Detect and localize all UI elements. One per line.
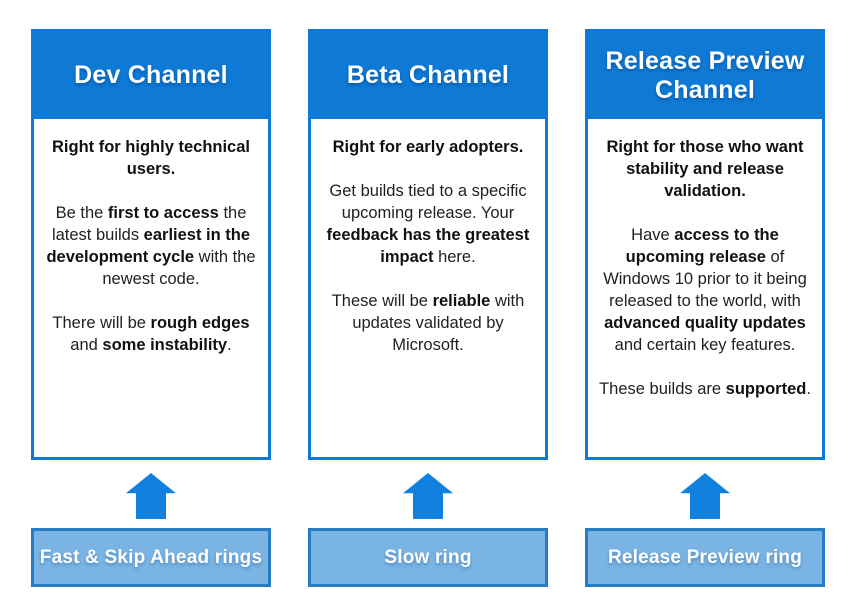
ring-label: Fast & Skip Ahead rings bbox=[39, 546, 263, 568]
paragraph: Right for highly technical users. bbox=[51, 138, 250, 178]
paragraph: There will be rough edges and some insta… bbox=[52, 314, 250, 354]
paragraph: Get builds tied to a specific upcoming r… bbox=[326, 182, 530, 266]
dev-channel-body: Right for highly technical users. Be the… bbox=[34, 119, 268, 457]
ring-box-dev: Fast & Skip Ahead rings bbox=[31, 528, 271, 587]
dev-channel-header: Dev Channel bbox=[34, 32, 268, 119]
release-preview-card: Release Preview Channel Right for those … bbox=[585, 29, 825, 460]
column-dev-channel: Dev Channel Right for highly technical u… bbox=[31, 29, 271, 587]
paragraph: Have access to the upcoming release of W… bbox=[603, 226, 807, 354]
column-beta-channel: Beta Channel Right for early adopters. G… bbox=[308, 29, 548, 587]
channel-columns: Dev Channel Right for highly technical u… bbox=[31, 29, 825, 587]
ring-box-release-preview: Release Preview ring bbox=[585, 528, 825, 587]
paragraph: Be the first to access the latest builds… bbox=[46, 204, 256, 288]
beta-channel-body: Right for early adopters. Get builds tie… bbox=[311, 119, 545, 457]
dev-channel-card: Dev Channel Right for highly technical u… bbox=[31, 29, 271, 460]
ring-box-slow: Slow ring bbox=[308, 528, 548, 587]
paragraph: These builds are supported. bbox=[599, 380, 811, 398]
paragraph: Right for early adopters. bbox=[332, 138, 524, 156]
up-arrow-icon bbox=[403, 473, 453, 519]
paragraph: These will be reliable with updates vali… bbox=[331, 292, 525, 354]
release-preview-body: Right for those who want stability and r… bbox=[588, 119, 822, 457]
paragraph: Right for those who want stability and r… bbox=[606, 138, 804, 200]
column-release-preview-channel: Release Preview Channel Right for those … bbox=[585, 29, 825, 587]
ring-label: Slow ring bbox=[384, 546, 472, 568]
release-preview-header: Release Preview Channel bbox=[588, 32, 822, 119]
up-arrow-icon bbox=[680, 473, 730, 519]
ring-label: Release Preview ring bbox=[607, 546, 803, 568]
beta-channel-card: Beta Channel Right for early adopters. G… bbox=[308, 29, 548, 460]
up-arrow-icon bbox=[126, 473, 176, 519]
beta-channel-header: Beta Channel bbox=[311, 32, 545, 119]
